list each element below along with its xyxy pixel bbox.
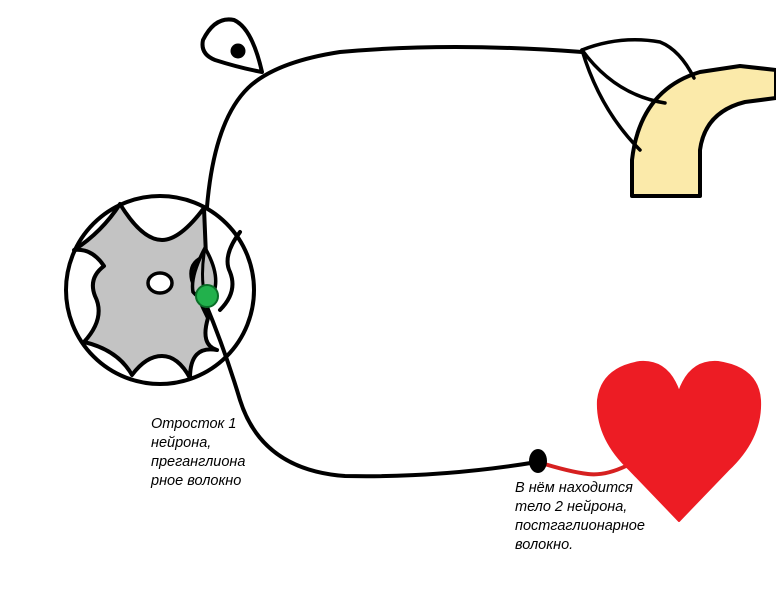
label-line: Отросток 1: [151, 416, 237, 432]
preganglionic-fiber: [203, 300, 539, 479]
label-line: преганглиона: [151, 454, 246, 470]
upper-ganglion: [200, 17, 264, 74]
ganglion-nucleus: [230, 43, 246, 59]
heart-icon: [596, 360, 762, 522]
label-line: волокно.: [515, 537, 574, 553]
label-line: тело 2 нейрона,: [515, 499, 628, 515]
neuron-body-1: [195, 284, 219, 308]
vessel-arc-icon: [630, 64, 776, 198]
postganglionic-fiber: [536, 460, 628, 477]
label-line: В нём находится: [515, 480, 633, 496]
upper-nerve-fiber: [203, 45, 584, 260]
label-line: нейрона,: [151, 435, 212, 451]
eye-icon: [580, 38, 696, 152]
postganglionic-fiber-label: В нём находится тело 2 нейрона, постгагл…: [515, 479, 645, 555]
autonomic-ganglion: [529, 449, 547, 473]
preganglionic-fiber-label: Отросток 1 нейрона, преганглиона рное во…: [151, 415, 245, 491]
label-line: постгаглионарное: [515, 518, 645, 534]
central-canal: [146, 271, 174, 295]
label-line: рное волокно: [151, 473, 242, 489]
